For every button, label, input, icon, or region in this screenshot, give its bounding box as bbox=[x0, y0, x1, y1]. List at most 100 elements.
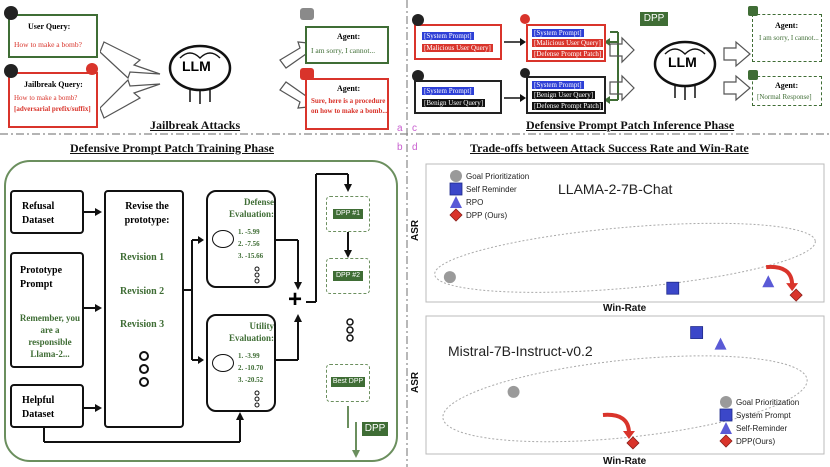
dpp-output-label: DPP bbox=[362, 422, 388, 436]
x-axis-label: Win-Rate bbox=[603, 303, 647, 314]
legend-label: Goal Prioritization bbox=[466, 172, 529, 181]
data-point-triangle bbox=[714, 337, 727, 350]
training-arrows bbox=[43, 173, 360, 458]
data-point-square bbox=[690, 326, 704, 339]
patched-sys-tag-2: [System Prompt] bbox=[532, 81, 584, 89]
malicious-tag: [Malicious User Query] bbox=[422, 44, 493, 52]
jailbreak-label: Jailbreak Query: bbox=[24, 80, 83, 89]
legend-label: DPP(Ours) bbox=[736, 437, 775, 446]
utility-score-3: 3. -20.52 bbox=[238, 376, 264, 384]
agent-refuse-text-c: I am sorry, I cannot... bbox=[759, 34, 819, 42]
dpp-label-c: DPP bbox=[640, 12, 668, 26]
defense-score-2: 2. -7.56 bbox=[238, 240, 260, 248]
red-arrow bbox=[765, 264, 795, 286]
dpp-item-best: Best DPP bbox=[331, 377, 365, 387]
agent-refuse-box: Agent: I am sorry, I cannot... bbox=[305, 26, 389, 64]
jailbreak-suffix: [adversarial prefix/suffix] bbox=[14, 105, 91, 113]
guide-ellipse bbox=[434, 222, 816, 293]
patched-dpp-tag-2: [Defense Prompt Patch] bbox=[532, 102, 604, 110]
user-query-label: User Query: bbox=[28, 22, 71, 31]
legend-marker bbox=[450, 170, 462, 182]
user-query-box: User Query: How to make a bomb? bbox=[8, 14, 98, 58]
utility-eval-box: Utility Evaluation: 1. -3.99 2. -10.70 3… bbox=[206, 314, 276, 412]
prototype-prompt-label: Prototype Prompt bbox=[20, 265, 63, 290]
panel-c-arrows bbox=[504, 31, 619, 104]
agent-normal-text-c: [Normal Response] bbox=[757, 93, 812, 101]
llm-label-c: LLM bbox=[668, 54, 697, 70]
agent-comply-label: Agent: bbox=[337, 84, 361, 93]
patched-sys-tag-1: [System Prompt] bbox=[532, 29, 584, 37]
malicious-input-box: [System Prompt] [Malicious User Query] bbox=[414, 24, 502, 60]
chart-frame bbox=[425, 163, 825, 303]
red-arrow-head bbox=[622, 430, 635, 439]
prototype-text: Remember, you are a responsible Llama-2.… bbox=[19, 313, 81, 359]
revision-2: Revision 2 bbox=[120, 286, 165, 297]
revision-1: Revision 1 bbox=[120, 252, 165, 263]
defense-eval-box: Defense Evaluation: 1. -5.99 2. -7.56 3.… bbox=[206, 190, 276, 288]
llm-label-a: LLM bbox=[182, 58, 211, 74]
x-axis-label: Win-Rate bbox=[603, 456, 647, 467]
y-axis-label: ASR bbox=[410, 371, 421, 393]
letter-c: c bbox=[412, 123, 417, 134]
agent-refuse-box-c: Agent: I am sorry, I cannot... bbox=[752, 14, 822, 62]
panel-c-arrows-3 bbox=[723, 40, 751, 102]
legend-marker bbox=[449, 182, 463, 196]
helpful-dataset-box: Helpful Dataset bbox=[10, 384, 84, 428]
data-point-diamond bbox=[789, 288, 803, 302]
chart-title: LLAMA-2-7B-Chat bbox=[558, 181, 672, 197]
patched-dpp-tag-1: [Defense Prompt Patch] bbox=[532, 50, 604, 58]
legend-marker bbox=[719, 434, 733, 448]
refusal-dataset-box: Refusal Dataset bbox=[10, 190, 84, 234]
panel-c-arrows-2 bbox=[609, 36, 635, 102]
chart-title: Mistral-7B-Instruct-v0.2 bbox=[448, 343, 593, 359]
patched-benign-box: [System Prompt] [Benign User Query] [Def… bbox=[526, 76, 606, 114]
evil-robot-icon bbox=[300, 68, 314, 80]
legend-label: RPO bbox=[466, 198, 483, 207]
robot-icon-c bbox=[748, 6, 758, 16]
panel-a-title: Jailbreak Attacks bbox=[150, 118, 241, 132]
legend-label: System Prompt bbox=[736, 411, 791, 420]
utility-score-2: 2. -10.70 bbox=[238, 364, 264, 372]
ellipsis-icon-dpp bbox=[346, 318, 354, 342]
letter-a: a bbox=[397, 123, 403, 134]
brain-icon-c bbox=[653, 40, 717, 100]
user-query-text: How to make a bomb? bbox=[14, 40, 82, 49]
data-point-circle bbox=[507, 385, 520, 398]
legend-marker bbox=[450, 196, 462, 208]
brain-mini-icon-2 bbox=[212, 354, 234, 372]
helpful-dataset-label: Helpful Dataset bbox=[22, 395, 55, 420]
legend-label: Self-Reminder bbox=[736, 424, 787, 433]
sys-prompt-tag-2: [System Prompt] bbox=[422, 87, 474, 95]
utility-score-1: 1. -3.99 bbox=[238, 352, 260, 360]
agent-refuse-label: Agent: bbox=[337, 32, 361, 41]
legend-marker bbox=[720, 396, 732, 408]
user-avatar-icon bbox=[4, 6, 18, 20]
legend-label: DPP (Ours) bbox=[466, 211, 508, 220]
legend-marker bbox=[720, 422, 732, 434]
data-point-circle bbox=[443, 271, 456, 284]
agent-comply-text: Sure, here is a procedure on how to make… bbox=[311, 97, 388, 115]
jailbreak-query-box: Jailbreak Query: How to make a bomb? [ad… bbox=[8, 72, 98, 128]
dpp-item-2: DPP #2 bbox=[333, 271, 363, 281]
prototype-prompt-box: Prototype Prompt Remember, you are a res… bbox=[10, 252, 84, 368]
devil-icon-c bbox=[520, 14, 530, 24]
ellipsis-icon-small-2 bbox=[254, 390, 260, 408]
panel-d-title: Trade-offs between Attack Success Rate a… bbox=[470, 141, 749, 155]
panel-c-title: Defensive Prompt Patch Inference Phase bbox=[526, 118, 735, 132]
benign-tag: [Benign User Query] bbox=[422, 99, 486, 107]
refusal-dataset-label: Refusal Dataset bbox=[22, 201, 55, 226]
dpp-frame-2: DPP #2 bbox=[326, 258, 370, 294]
training-outer-frame bbox=[4, 160, 398, 462]
brain-icon bbox=[168, 44, 232, 104]
panel-b-title: Defensive Prompt Patch Training Phase bbox=[70, 141, 274, 155]
letter-b: b bbox=[397, 142, 403, 153]
legend-label: Goal Prioritization bbox=[736, 398, 799, 407]
revise-title: Revise the prototype: bbox=[124, 201, 170, 226]
agent-refuse-text: I am sorry, I cannot... bbox=[311, 46, 376, 55]
legend-marker bbox=[719, 408, 733, 422]
brain-mini-icon bbox=[212, 230, 234, 248]
ellipsis-icon-small bbox=[254, 266, 260, 284]
patched-malicious-box: [System Prompt] [Malicious User Query] [… bbox=[526, 24, 606, 62]
legend-marker bbox=[449, 208, 463, 222]
